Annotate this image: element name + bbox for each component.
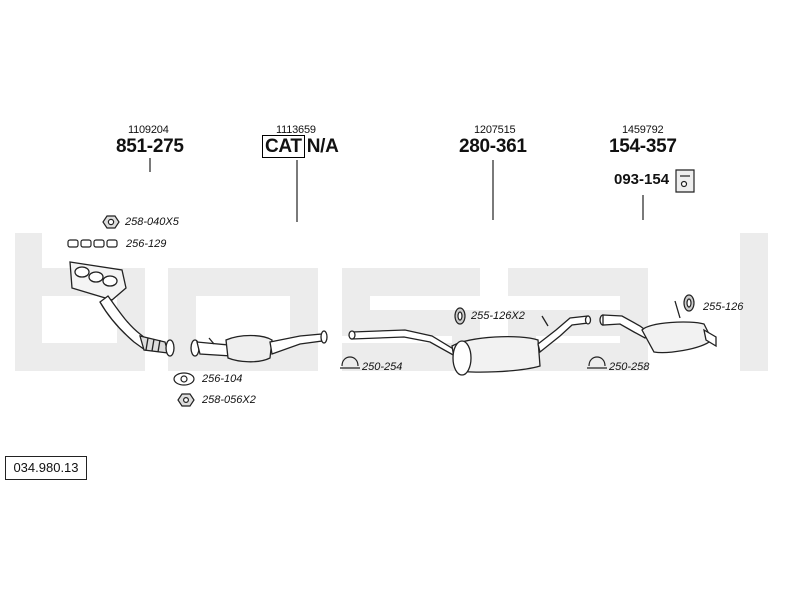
oe-number: 1207515 — [474, 124, 516, 136]
part-number: 851-275 — [116, 136, 184, 157]
accessory-label: 256-129 — [126, 238, 167, 250]
accessory-label: 250-254 — [362, 361, 403, 373]
catalytic-converter — [190, 330, 328, 363]
clamp-icon — [341, 356, 359, 367]
accessory-label: 258-056X2 — [202, 394, 256, 406]
accessory-label: 250-258 — [609, 361, 650, 373]
clamp-icon — [588, 356, 606, 367]
exhaust-manifold — [69, 261, 175, 357]
oe-number: 1109204 — [128, 124, 169, 136]
rear-silencer — [599, 300, 717, 354]
bracket-icon — [675, 169, 695, 193]
accessory-icons — [67, 169, 695, 407]
part-number: 280-361 — [459, 136, 527, 157]
middle-silencer — [348, 315, 592, 376]
accessory-label: 258-040X5 — [125, 216, 179, 228]
bracket-number: 093-154 — [614, 171, 670, 188]
oe-number: 1113659 — [276, 124, 316, 136]
oe-number: 1459792 — [622, 124, 664, 136]
leader-lines — [149, 158, 644, 222]
part-number-value: N/A — [306, 136, 339, 157]
gasket-icon — [67, 239, 79, 248]
cat-label: CAT — [262, 135, 305, 158]
part-number: 154-357 — [609, 136, 677, 157]
accessory-label: 255-126X2 — [471, 310, 525, 322]
reference-number: 034.980.13 — [5, 456, 87, 480]
accessory-label: 255-126 — [703, 301, 744, 313]
accessory-label: 256-104 — [202, 373, 243, 385]
